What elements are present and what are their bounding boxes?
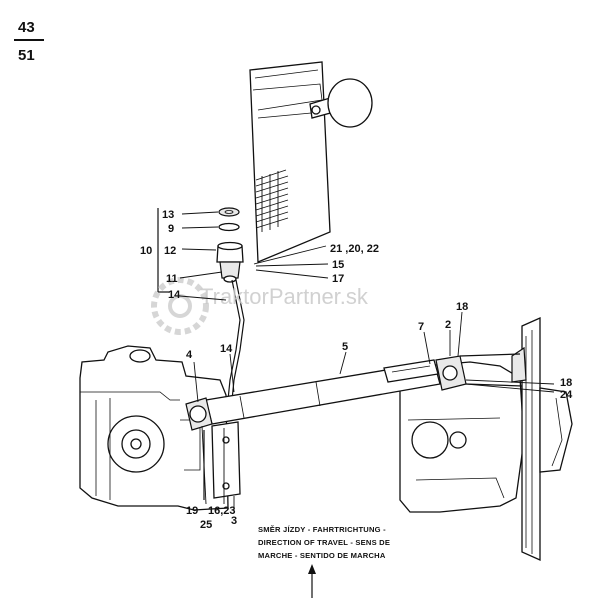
callout-7: 7 [418, 321, 424, 333]
knob [309, 78, 373, 128]
callout-13: 13 [162, 209, 174, 221]
callout-10: 10 [140, 245, 152, 257]
direction-of-travel: SMĚR JÍZDY - FAHRTRICHTUNG - DIRECTION O… [258, 525, 390, 598]
callout-14-upper: 14 [168, 289, 181, 301]
page-number-bottom: 51 [18, 47, 35, 64]
leader-lines [179, 211, 555, 512]
reservoir-parts [216, 207, 244, 283]
callout-18-right: 18 [560, 377, 572, 389]
callout-9: 9 [168, 223, 174, 235]
callout-11: 11 [166, 273, 178, 285]
direction-line-3: MARCHE - SENTIDO DE MARCHA [258, 551, 386, 560]
callout-4: 4 [186, 349, 193, 361]
callout-16-23: 16,23 [208, 505, 236, 517]
mounting-bracket [203, 421, 241, 500]
callout-5: 5 [342, 341, 348, 353]
callout-21-20-22: 21 ,20, 22 [330, 243, 379, 255]
cover-plate [249, 61, 331, 263]
direction-line-1: SMĚR JÍZDY - FAHRTRICHTUNG - [258, 525, 386, 534]
callout-24: 24 [560, 389, 573, 401]
callout-2: 2 [445, 319, 451, 331]
callout-3: 3 [231, 515, 237, 527]
watermark: TraktorPartner.sk [151, 277, 369, 335]
direction-arrow-icon [308, 564, 316, 574]
callout-14-lower: 14 [220, 343, 233, 355]
bracket-10 [157, 208, 170, 293]
callout-25: 25 [200, 519, 212, 531]
watermark-text: TraktorPartner.sk [200, 284, 369, 309]
callout-18-upper: 18 [456, 301, 468, 313]
page-number-top: 43 [18, 19, 35, 36]
callout-12: 12 [164, 245, 176, 257]
callout-19: 19 [186, 505, 198, 517]
gearbox-housing [399, 316, 573, 562]
transmission-housing [79, 345, 229, 511]
hydraulic-hose [227, 279, 241, 401]
callout-17: 17 [332, 273, 344, 285]
direction-line-2: DIRECTION OF TRAVEL - SENS DE [258, 538, 390, 547]
callout-15: 15 [332, 259, 344, 271]
